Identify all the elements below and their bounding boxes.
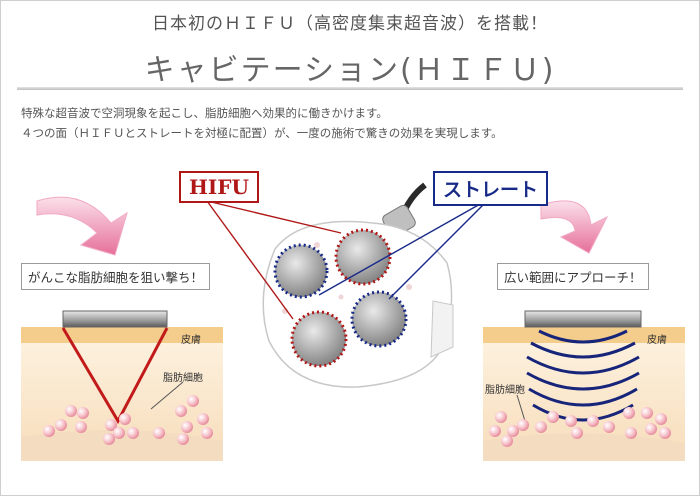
straight-pad <box>350 290 408 348</box>
hifu-probe <box>62 310 168 328</box>
page-title: キャビテーション(ＨＩＦＵ) <box>144 53 556 88</box>
left-panel <box>21 196 223 461</box>
hifu-focus-lines <box>61 327 169 425</box>
fat-layer-bottom <box>21 429 223 461</box>
fat-cells-right <box>489 407 671 447</box>
curved-down-arrow-icon <box>36 196 128 256</box>
skin-layer <box>21 327 223 343</box>
ultrasound-waves <box>526 329 640 422</box>
fat-cells-left <box>43 395 213 445</box>
hifu-callout-lines <box>206 200 342 320</box>
left-skin-label: 皮膚 <box>181 335 201 346</box>
skin-layer <box>483 327 685 343</box>
page-subtitle: 日本初のＨＩＦＵ（高密度集束超音波）を搭載！ <box>152 14 548 34</box>
right-panel <box>483 200 685 461</box>
divider <box>17 87 683 90</box>
right-skin-label: 皮膚 <box>647 335 667 346</box>
device <box>262 182 454 388</box>
hifu-pad <box>334 228 392 286</box>
description-line-1: 特殊な超音波で空洞現象を起こし、脂肪細胞へ効果的に働きかけます。 <box>21 106 388 120</box>
fat-layer-bottom <box>483 433 685 461</box>
curved-down-arrow-icon <box>540 200 609 254</box>
right-fat-label: 脂肪細胞 <box>485 385 525 396</box>
left-caption: がんこな脂肪細胞を狙い撃ち！ <box>21 263 211 290</box>
straight-probe <box>524 310 642 328</box>
straight-pad <box>273 243 329 299</box>
left-fat-label: 脂肪細胞 <box>163 373 203 384</box>
straight-callout-lines <box>318 198 490 300</box>
straight-label: ストレート <box>433 171 549 206</box>
hifu-pad <box>290 310 348 368</box>
right-caption: 広い範囲にアプローチ！ <box>497 263 649 290</box>
description-line-2: ４つの面（ＨＩＦＵとストレートを対極に配置）が、一度の施術で驚きの効果を実現しま… <box>21 126 503 140</box>
hifu-label: HIFU <box>179 171 259 203</box>
